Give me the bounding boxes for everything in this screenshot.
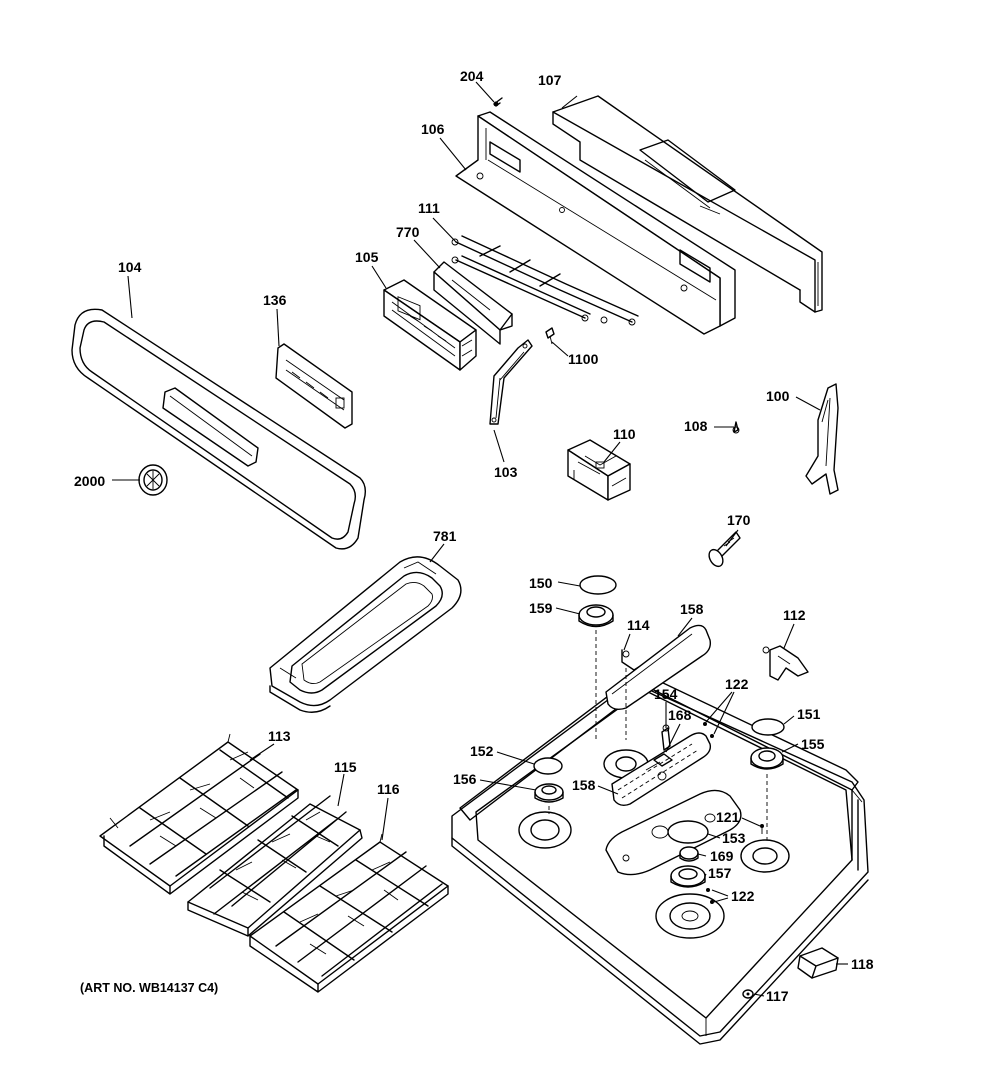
part-169-ring bbox=[679, 846, 699, 862]
callout-115: 115 bbox=[334, 759, 357, 775]
alignment-lines bbox=[548, 630, 768, 840]
part-110-switch-block bbox=[567, 439, 631, 501]
callout-158-top: 158 bbox=[680, 601, 704, 617]
art-number: (ART NO. WB14137 C4) bbox=[80, 981, 218, 995]
callout-155: 155 bbox=[801, 736, 825, 752]
callout-122-bottom: 122 bbox=[731, 888, 755, 904]
part-781-griddle bbox=[269, 556, 462, 713]
callout-169: 169 bbox=[710, 848, 734, 864]
callout-770: 770 bbox=[396, 224, 420, 240]
callout-122-top: 122 bbox=[725, 676, 749, 692]
part-170-screw bbox=[708, 531, 741, 568]
part-122-igniter-top bbox=[703, 722, 714, 738]
callout-153: 153 bbox=[722, 830, 746, 846]
part-112-bracket bbox=[762, 645, 809, 681]
callout-151: 151 bbox=[797, 706, 821, 722]
callout-204: 204 bbox=[460, 68, 484, 84]
part-cooktop bbox=[451, 671, 869, 1045]
callout-111: 111 bbox=[418, 200, 440, 216]
callout-2000: 2000 bbox=[74, 473, 105, 489]
callout-121: 121 bbox=[716, 809, 740, 825]
part-158-cover bbox=[605, 624, 712, 711]
callout-107: 107 bbox=[538, 72, 562, 88]
part-105-control-board bbox=[383, 279, 477, 371]
leader-lines bbox=[112, 81, 848, 997]
part-107-rear-trim bbox=[552, 95, 823, 313]
callout-781: 781 bbox=[433, 528, 457, 544]
callout-104: 104 bbox=[118, 259, 142, 275]
callout-136: 136 bbox=[263, 292, 287, 308]
callout-154: 154 bbox=[654, 686, 678, 702]
callout-1100: 1100 bbox=[568, 351, 599, 367]
part-121-screw bbox=[760, 824, 764, 834]
part-168-valve bbox=[653, 753, 673, 781]
part-104-control-panel bbox=[71, 308, 367, 550]
part-152-cap bbox=[533, 757, 563, 775]
part-100-side-trim bbox=[805, 383, 839, 495]
callout-156: 156 bbox=[453, 771, 477, 787]
part-156-burner-head bbox=[534, 783, 564, 803]
part-115-grate bbox=[187, 795, 363, 937]
callout-168: 168 bbox=[668, 707, 692, 723]
callout-106: 106 bbox=[421, 121, 445, 137]
callout-157: 157 bbox=[708, 865, 732, 881]
callout-103: 103 bbox=[494, 464, 518, 480]
callout-labels: 204 107 106 111 770 105 104 136 1100 100… bbox=[74, 68, 874, 1004]
part-155-burner-head bbox=[750, 747, 784, 770]
part-159-burner-head bbox=[578, 604, 614, 628]
callout-110: 110 bbox=[613, 426, 636, 442]
callout-117: 117 bbox=[766, 988, 789, 1004]
part-136-overlay bbox=[275, 343, 353, 429]
callout-113: 113 bbox=[268, 728, 291, 744]
part-122-igniter-bottom bbox=[706, 888, 714, 904]
part-2000-knob bbox=[138, 464, 168, 496]
callout-170: 170 bbox=[727, 512, 751, 528]
part-116-grate bbox=[249, 833, 449, 993]
part-158-burner-tube bbox=[611, 732, 712, 807]
callout-116: 116 bbox=[377, 781, 400, 797]
callout-114: 114 bbox=[627, 617, 650, 633]
part-117-screw bbox=[742, 989, 754, 999]
part-103-bracket bbox=[489, 339, 533, 425]
callout-150: 150 bbox=[529, 575, 553, 591]
part-157-burner-head bbox=[670, 865, 706, 888]
callout-158-bottom: 158 bbox=[572, 777, 596, 793]
part-204-screw bbox=[493, 97, 503, 107]
callout-159: 159 bbox=[529, 600, 553, 616]
part-1100-screw bbox=[545, 327, 555, 345]
callout-108: 108 bbox=[684, 418, 708, 434]
part-151-cap bbox=[751, 718, 785, 736]
part-106-backguard bbox=[455, 111, 736, 335]
callout-100: 100 bbox=[766, 388, 790, 404]
part-150-cap bbox=[579, 575, 617, 595]
part-108-screw bbox=[732, 421, 740, 434]
part-113-grate bbox=[99, 733, 299, 895]
callout-118: 118 bbox=[851, 956, 874, 972]
callout-105: 105 bbox=[355, 249, 379, 265]
part-770-bracket bbox=[433, 261, 513, 345]
part-153-cap bbox=[667, 820, 709, 844]
part-111-wire-harness bbox=[451, 235, 639, 326]
part-118-leveling-foot bbox=[797, 947, 839, 979]
callout-112: 112 bbox=[783, 607, 806, 623]
callout-152: 152 bbox=[470, 743, 494, 759]
